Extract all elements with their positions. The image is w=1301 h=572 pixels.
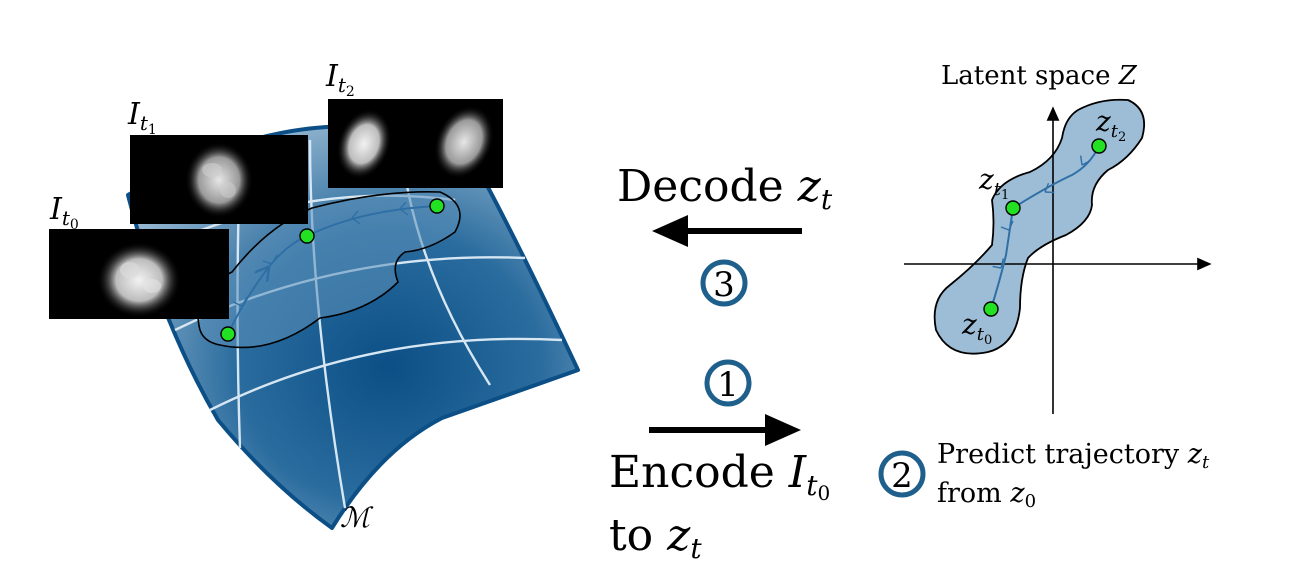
manifold-symbol: ℳ bbox=[340, 501, 374, 534]
latent-label-t0: zt0 bbox=[961, 308, 992, 348]
manifold-point-t2 bbox=[429, 198, 445, 214]
image-label-t0: It0 bbox=[49, 192, 79, 233]
manifold-trajectory bbox=[227, 201, 438, 335]
encode-arrow bbox=[649, 414, 801, 446]
image-frame-t1 bbox=[130, 135, 308, 224]
latent-label-t2: zt2 bbox=[1095, 105, 1126, 145]
latent-axes bbox=[904, 106, 1212, 414]
manifold-points bbox=[220, 198, 445, 342]
latent-point-t2 bbox=[1091, 138, 1107, 154]
latent-point-t1 bbox=[1005, 200, 1021, 216]
manifold-point-t0 bbox=[220, 326, 236, 342]
svg-text:2: 2 bbox=[891, 456, 913, 496]
image-label-t2: It2 bbox=[325, 59, 355, 100]
to-label: to zt bbox=[609, 510, 702, 565]
latent-points bbox=[983, 138, 1107, 317]
predict-line-1: Predict trajectory zt bbox=[937, 439, 1210, 473]
step-2-badge: 2 bbox=[878, 450, 926, 498]
latent-title: Latent space Z bbox=[941, 61, 1138, 91]
encode-label: Encode It0 bbox=[609, 447, 830, 505]
latent-point-t0 bbox=[983, 301, 999, 317]
decode-arrow bbox=[652, 215, 802, 247]
predict-line-2: from z0 bbox=[937, 478, 1036, 512]
decode-label: Decode zt bbox=[617, 161, 833, 216]
latent-region bbox=[933, 98, 1146, 355]
manifold-region bbox=[197, 191, 461, 349]
svg-text:1: 1 bbox=[717, 365, 739, 405]
step-1-badge: 1 bbox=[704, 359, 752, 407]
image-frame-t0 bbox=[49, 229, 229, 319]
image-frame-t2 bbox=[328, 99, 503, 188]
step-3-badge: 3 bbox=[700, 259, 748, 307]
latent-trajectory bbox=[990, 145, 1100, 310]
image-label-t1: It1 bbox=[127, 97, 157, 138]
svg-text:3: 3 bbox=[713, 265, 735, 305]
manifold-point-t1 bbox=[299, 228, 315, 244]
latent-label-t1: zt1 bbox=[978, 163, 1009, 203]
